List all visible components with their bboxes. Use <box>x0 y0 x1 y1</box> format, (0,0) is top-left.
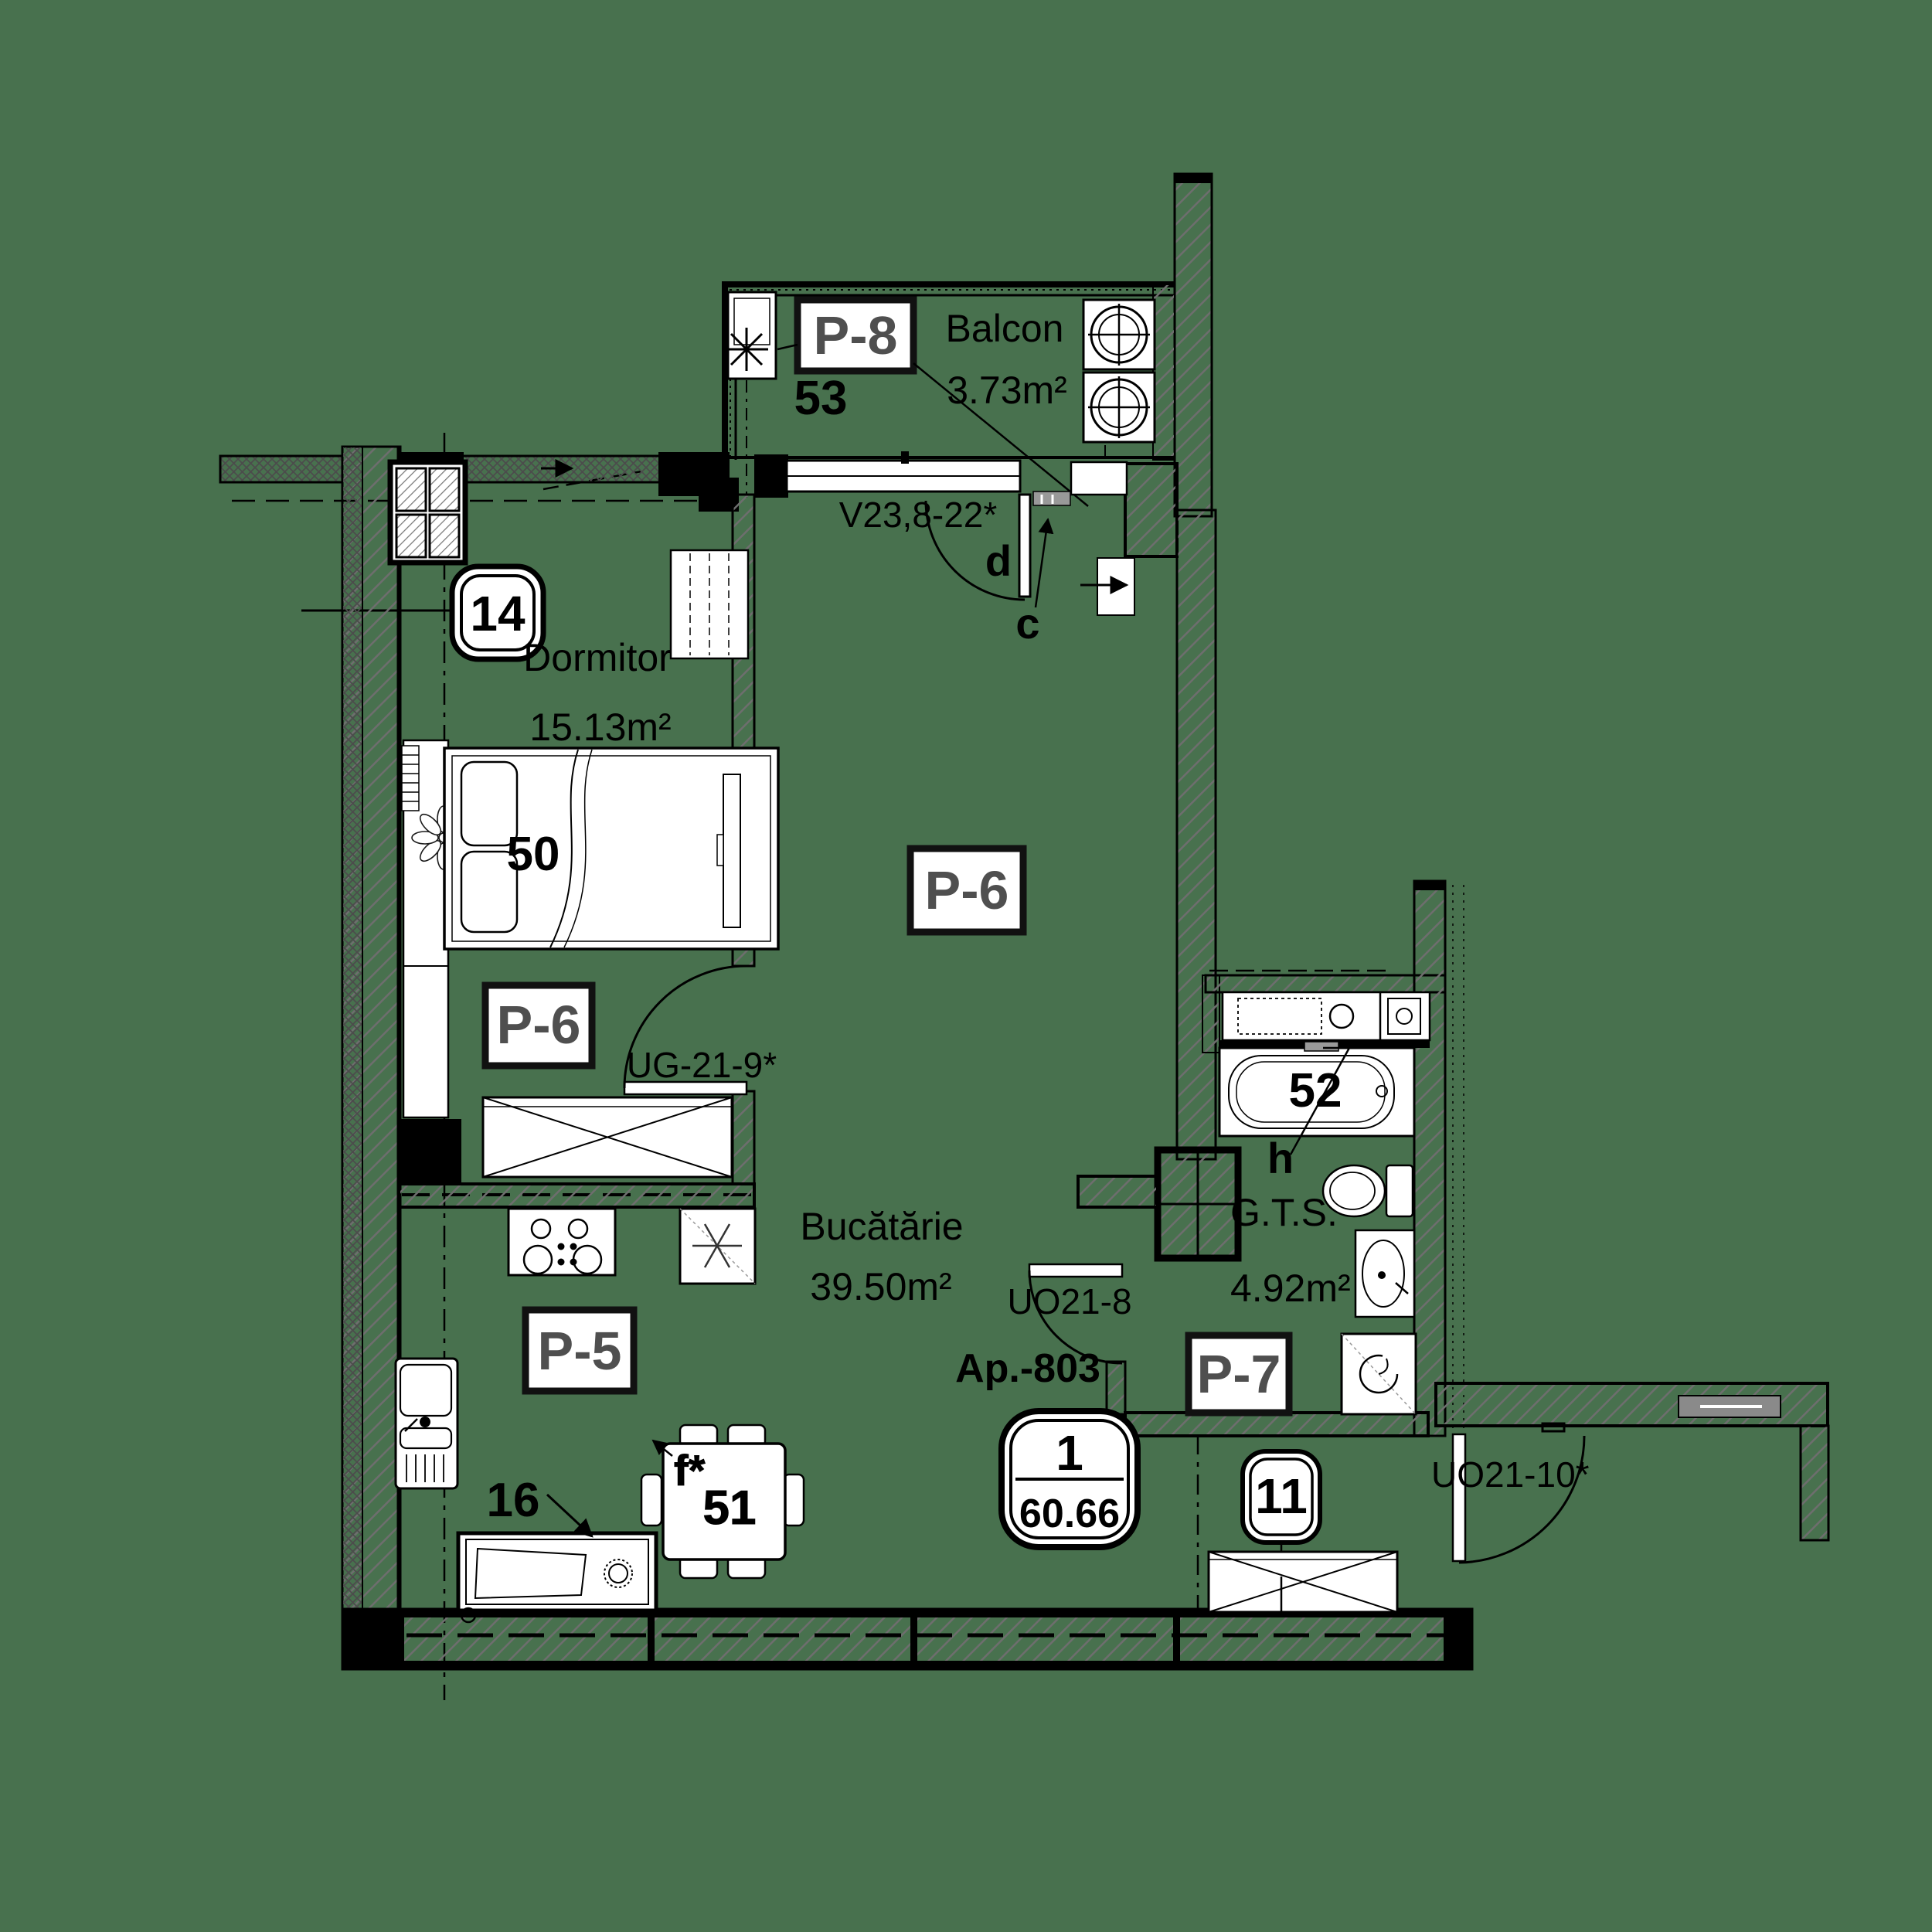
finish-label-kitchen: P-5 <box>522 1306 638 1395</box>
bathroom-right-wall <box>1413 879 1447 1437</box>
balcony: P-8 53 Balcon 3.73m² <box>722 281 1175 507</box>
badge-14-number: 14 <box>470 586 526 641</box>
chair <box>782 1473 805 1527</box>
living-finish-code: P-6 <box>925 860 1009 920</box>
bedroom-area: 15.13m² <box>529 706 671 749</box>
bathtub: 52 <box>1218 1041 1416 1138</box>
table-note: f* <box>674 1446 706 1495</box>
kitchen-name: Bucătărie <box>800 1205 963 1248</box>
tv-screen <box>474 1547 587 1600</box>
stove <box>507 1207 617 1277</box>
neighbour-wall-stub <box>219 454 344 484</box>
finish-label-bedroom: P-6 <box>481 981 596 1070</box>
fridge-star-icon <box>692 1223 742 1268</box>
door-jamb-stub <box>1105 1360 1127 1416</box>
shelf-box <box>1387 998 1421 1035</box>
kitchen-area: 39.50m² <box>810 1265 951 1308</box>
apartment-badge: 1 60.66 <box>998 1408 1141 1550</box>
bed-number: 50 <box>507 828 560 881</box>
bottom-window-wall <box>341 1607 1474 1671</box>
wall-shelves <box>669 549 750 928</box>
bedroom-finish-code: P-6 <box>497 995 581 1055</box>
badge-11-number: 11 <box>1255 1468 1308 1524</box>
window-main-code: V23,8-22* <box>839 495 998 535</box>
hall-wardrobe <box>1207 1550 1399 1614</box>
bedroom-window <box>387 459 468 566</box>
pier-mid-left <box>399 1119 461 1184</box>
finish-label-balcony: P-8 <box>794 296 917 375</box>
boiler-leader <box>1289 1046 1352 1155</box>
bathroom-name: G.T.S. <box>1230 1191 1338 1234</box>
balcony-door-note: d <box>985 536 1012 585</box>
column-bathroom <box>1154 1146 1242 1262</box>
balcony-area: 3.73m² <box>947 369 1067 412</box>
kitchen-right-wall <box>1175 509 1217 1161</box>
bathroom-area: 4.92m² <box>1230 1267 1351 1310</box>
finish-label-bathroom: P-7 <box>1185 1332 1293 1417</box>
openings-top: V23,8-22* d c <box>541 451 1135 648</box>
pillow <box>460 760 519 847</box>
column-balcony-right <box>1124 462 1179 558</box>
condenser-units <box>1082 298 1156 444</box>
badge-room-count: 1 <box>1056 1425 1083 1481</box>
window-main <box>785 451 1022 493</box>
toilet <box>1321 1164 1414 1218</box>
bathroom-door-code: UO21-8 <box>1007 1281 1131 1321</box>
ac-unit <box>725 291 777 380</box>
hall: 11 UO21-10* <box>1207 1433 1590 1614</box>
boiler-shelf <box>1219 991 1431 1048</box>
axis-badge-14: 14 <box>449 563 546 662</box>
kitchen-sink <box>394 1357 459 1490</box>
tv-console: 16 <box>456 1474 658 1624</box>
balcony-name: Balcon <box>946 307 1064 350</box>
bathroom-finish-code: P-7 <box>1197 1344 1281 1404</box>
bathroom-door: UO21-8 <box>1007 1263 1132 1365</box>
bedroom-door: UG-21-9* <box>623 964 777 1096</box>
bedroom-door-code: UG-21-9* <box>627 1045 777 1085</box>
dining-table: f* 51 <box>640 1423 805 1580</box>
balcony-finish-code: P-8 <box>814 305 898 366</box>
snowflake-icon <box>725 328 768 371</box>
kitchen-finish-code: P-5 <box>538 1321 622 1381</box>
table-number: 51 <box>703 1481 757 1535</box>
washing-machine <box>1340 1332 1417 1416</box>
ac-unit-number: 53 <box>794 372 848 425</box>
bedroom-name: Dormitor <box>523 636 672 679</box>
vestibule-stub <box>1799 1424 1830 1542</box>
badge-total-area: 60.66 <box>1019 1492 1120 1536</box>
washbasin <box>1354 1229 1416 1318</box>
tv-number: 16 <box>487 1474 540 1527</box>
door-frame-tick <box>1541 1422 1566 1433</box>
balcony-railing-outer <box>722 281 1175 460</box>
kitchen: P-6 Bucătărie 39.50m² Ap.-803 <box>394 845 1141 1624</box>
bathroom: 52 h G.T.S. 4.92m² P-7 <box>1185 991 1431 1417</box>
bathroom-top-wall <box>1204 974 1447 994</box>
chair <box>640 1473 663 1527</box>
vent-arrow <box>1080 557 1135 616</box>
entrance-door: UO21-10* <box>1431 1433 1590 1564</box>
pillow <box>460 850 519 934</box>
finish-label-living: P-6 <box>906 845 1027 936</box>
fridge <box>679 1207 757 1285</box>
radiator <box>401 745 420 811</box>
apartment-id: Ap.-803 <box>955 1346 1100 1391</box>
bedroom: 14 Dormitor 15.13m² <box>387 459 780 1179</box>
balcony-door <box>924 461 1128 601</box>
bedroom-wardrobe <box>481 1096 733 1179</box>
entrance-door-code: UO21-10* <box>1431 1454 1590 1495</box>
bedroom-bottom-wall <box>397 1182 756 1209</box>
wall-stub-kitchen <box>1077 1175 1159 1209</box>
boiler-note: h <box>1267 1134 1294 1182</box>
neighbour-wall-topright <box>1173 172 1213 518</box>
wall-tv <box>723 774 741 928</box>
left-wall-insulation <box>342 446 363 1670</box>
axis-badge-11: 11 <box>1240 1449 1322 1545</box>
divider-wall-lower <box>731 1090 756 1185</box>
bathroom-bottom-wall <box>1124 1411 1430 1437</box>
